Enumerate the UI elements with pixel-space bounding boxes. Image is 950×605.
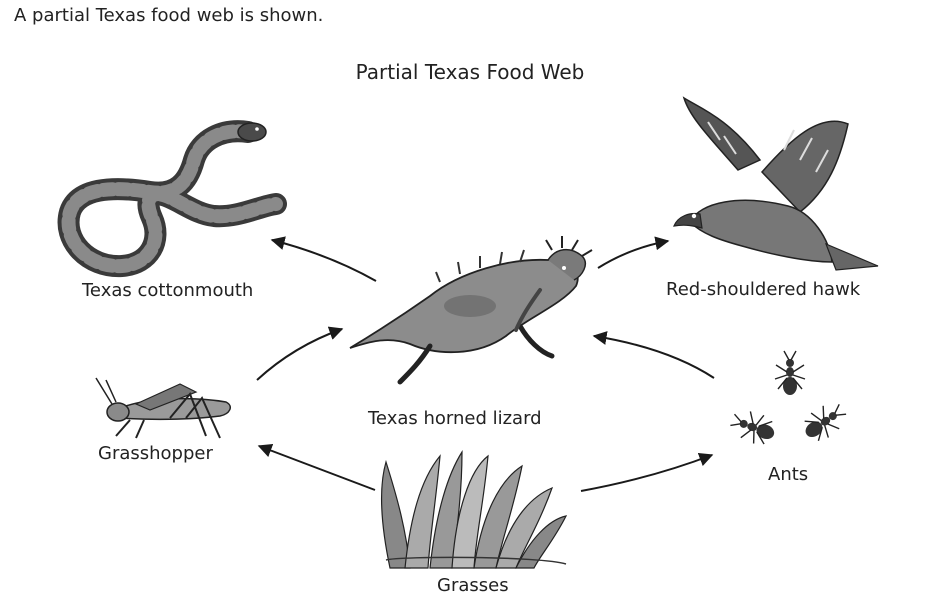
label-texas-horned-lizard: Texas horned lizard	[368, 408, 542, 429]
grass-icon	[381, 449, 568, 569]
snake-icon	[57, 120, 287, 278]
arrow-ants-to-lizard	[592, 331, 715, 379]
label-grasses: Grasses	[437, 575, 509, 596]
horned-lizard-icon	[349, 236, 593, 385]
arrow-lizard-to-hawk	[597, 236, 670, 269]
diagram-title: Partial Texas Food Web	[355, 60, 585, 84]
hawk-icon	[673, 96, 879, 271]
grasshopper-icon	[95, 377, 231, 439]
arrow-lizard-to-cottonmouth	[270, 236, 377, 282]
label-red-shouldered-hawk: Red-shouldered hawk	[666, 279, 861, 300]
label-grasshopper: Grasshopper	[98, 443, 213, 464]
ants-icon	[730, 350, 847, 445]
arrow-grasses-to-grasshopper	[257, 443, 376, 491]
label-ants: Ants	[768, 464, 809, 485]
intro-text: A partial Texas food web is shown.	[14, 5, 324, 26]
label-texas-cottonmouth: Texas cottonmouth	[82, 280, 254, 301]
arrow-grasses-to-ants	[580, 452, 714, 492]
arrow-grasshopper-to-lizard	[256, 326, 344, 381]
